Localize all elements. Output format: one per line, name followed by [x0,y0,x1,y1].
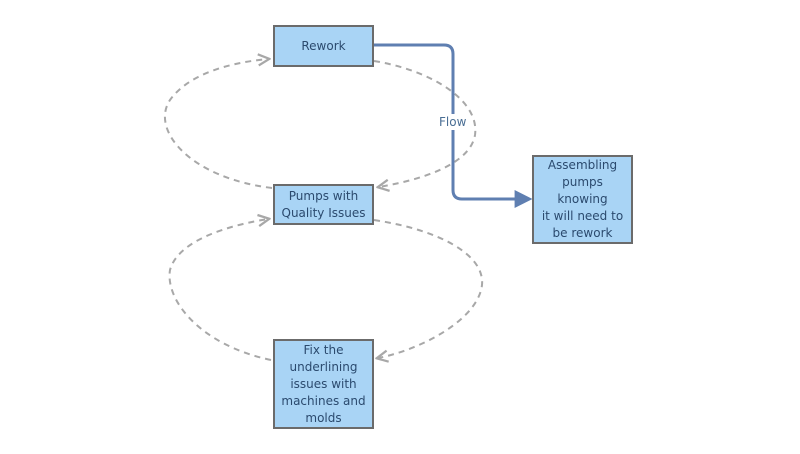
loop-edge-pumps-to-rework [164,59,273,189]
node-assembling-pumps: Assembling pumps knowing it will need to… [532,155,633,244]
main-flow-label: Flow [436,114,470,130]
node-rework: Rework [273,25,374,67]
node-fix-issues: Fix the underlining issues with machines… [273,339,374,429]
loop-edge-rework-to-pumps [373,60,477,187]
node-pumps-quality-issues: Pumps with Quality Issues [273,184,374,225]
loop-edge-pumps-to-fix [373,219,484,358]
loop-edge-fix-to-pumps [168,219,271,361]
